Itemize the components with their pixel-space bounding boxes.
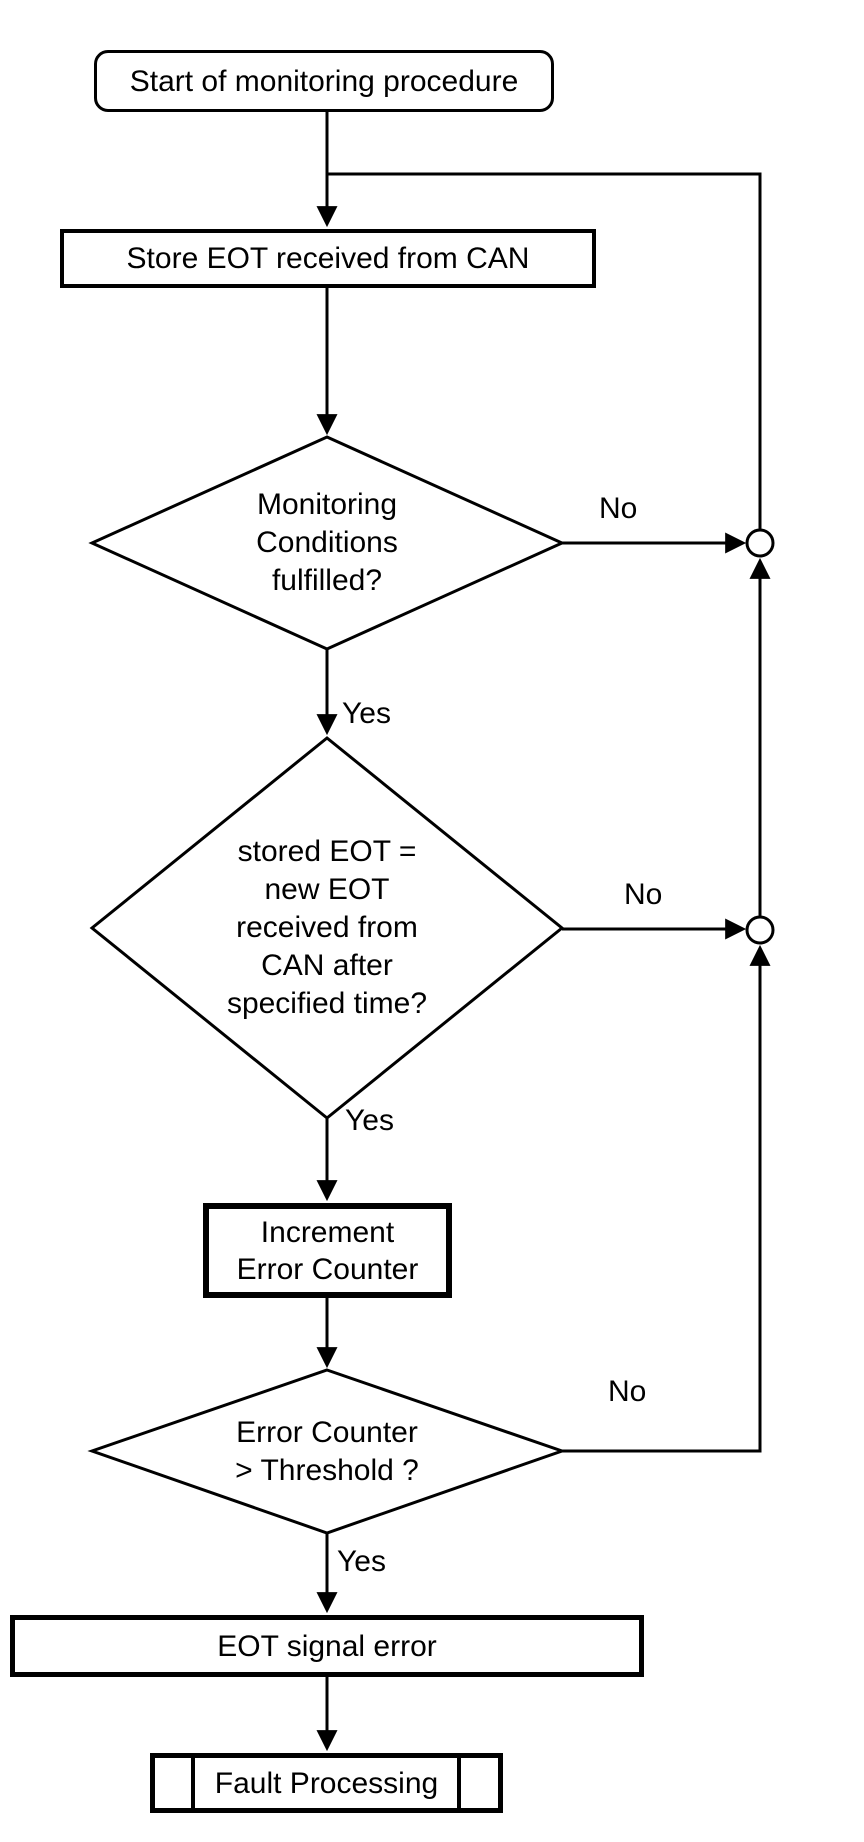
decision2-no-label: No bbox=[624, 878, 663, 911]
decision1-no-label: No bbox=[599, 492, 638, 525]
decision3-no-label: No bbox=[608, 1375, 647, 1408]
decision1-yes-label: Yes bbox=[342, 697, 391, 730]
decision2-diamond bbox=[89, 736, 565, 1120]
node-fault-processing: Fault Processing bbox=[150, 1753, 503, 1813]
node-increment-label: Increment Error Counter bbox=[236, 1215, 419, 1286]
merge-connector-circle-2 bbox=[745, 915, 775, 945]
node-start-label: Start of monitoring procedure bbox=[129, 64, 519, 98]
decision1-diamond bbox=[88, 435, 566, 651]
feedback-rail-top bbox=[327, 172, 762, 529]
decision3-diamond bbox=[87, 1368, 567, 1535]
predefined-process-right-bar bbox=[457, 1758, 461, 1808]
decision2-yes-label: Yes bbox=[345, 1104, 394, 1137]
node-store-eot: Store EOT received from CAN bbox=[60, 229, 596, 288]
merge-connector-circle-1 bbox=[745, 528, 775, 558]
node-eot-signal-error-label: EOT signal error bbox=[217, 1629, 437, 1663]
node-increment-error-counter: Increment Error Counter bbox=[203, 1203, 452, 1298]
edge-decision3-no bbox=[562, 944, 771, 1453]
node-store-eot-label: Store EOT received from CAN bbox=[126, 242, 530, 275]
node-fault-processing-label: Fault Processing bbox=[214, 1766, 439, 1800]
predefined-process-left-bar bbox=[191, 1758, 195, 1808]
node-start: Start of monitoring procedure bbox=[94, 50, 554, 112]
decision3-yes-label: Yes bbox=[337, 1545, 386, 1578]
node-eot-signal-error: EOT signal error bbox=[10, 1615, 644, 1677]
